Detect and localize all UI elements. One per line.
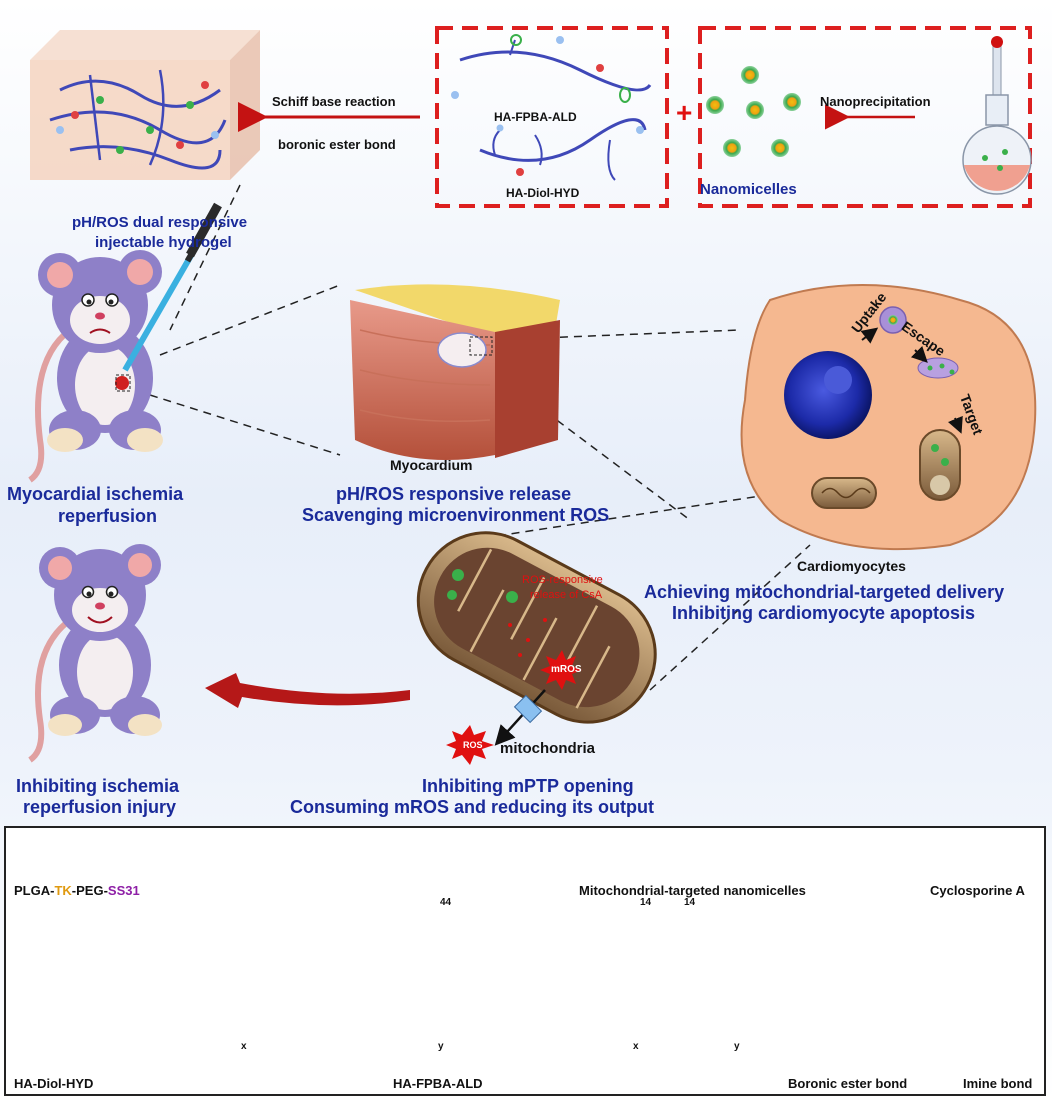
- legend-plga-label: PLGA-TK-PEG-SS31: [14, 883, 140, 898]
- nanomicelle-dashed-box: [698, 26, 1032, 208]
- myocardium-tissue-illustration: [350, 284, 560, 460]
- legend-nx1: x: [241, 1041, 247, 1052]
- ha-diol-hyd-chain: [479, 118, 647, 181]
- legend-boronic-label: Boronic ester bond: [788, 1076, 908, 1091]
- inhibit-title-line1: Inhibiting ischemia: [16, 776, 180, 796]
- mitochondrion-illustration: [416, 531, 657, 765]
- ros-release-line2: release of CsA: [530, 589, 603, 601]
- mptp-title-line2: Consuming mROS and reducing its output: [290, 797, 654, 817]
- mros-label: mROS: [551, 664, 582, 675]
- cardiomyocytes-label: Cardiomyocytes: [797, 558, 906, 574]
- ros-burst-label: ROS: [463, 740, 483, 750]
- legend-n44: 44: [440, 897, 452, 908]
- hydrogel-title-line2: injectable hydrogel: [95, 234, 232, 251]
- schiff-base-label: Schiff base reaction: [272, 94, 396, 109]
- flask-illustration: [962, 36, 1032, 195]
- inhibit-title-line2: reperfusion injury: [23, 797, 177, 817]
- legend-ny2: y: [734, 1041, 740, 1052]
- polymer-dashed-box: [435, 26, 669, 208]
- legend-fpba-ald-label: HA-FPBA-ALD: [393, 1076, 483, 1091]
- mouse-injured-illustration: [28, 202, 222, 483]
- legend-nanomicelles-label: Mitochondrial-targeted nanomicelles: [579, 883, 806, 898]
- ha-fpba-ald-chain: [451, 34, 652, 103]
- mitochondria-label: mitochondria: [500, 740, 596, 757]
- cardiomyocyte-cell-illustration: [740, 284, 1037, 551]
- nanomicelles-label: Nanomicelles: [700, 181, 797, 198]
- nanomicelle-cluster: [706, 66, 801, 157]
- recovery-arrow: [205, 673, 410, 708]
- mi-title-line2: reperfusion: [58, 506, 158, 526]
- plus-sign: +: [676, 97, 693, 128]
- legend-imine-label: Imine bond: [963, 1076, 1033, 1091]
- hydrogel-illustration: [30, 30, 260, 180]
- ros-release-line1: ROS-responsive: [522, 574, 603, 586]
- hydrogel-title-line1: pH/ROS dual responsive: [72, 214, 248, 231]
- connector-lines: [149, 184, 811, 691]
- legend-n14a: 14: [640, 897, 652, 908]
- ha-diol-hyd-label: HA-Diol-HYD: [506, 186, 580, 200]
- mi-title-line1: Myocardial ischemia: [7, 484, 184, 504]
- legend-ny1: y: [438, 1041, 444, 1052]
- legend-n14b: 14: [684, 897, 696, 908]
- delivery-title-line1: Achieving mitochondrial-targeted deliver…: [644, 582, 1005, 602]
- nanoprecipitation-label: Nanoprecipitation: [820, 94, 931, 109]
- boronic-ester-label: boronic ester bond: [278, 137, 396, 152]
- mptp-title-line1: Inhibiting mPTP opening: [422, 776, 634, 796]
- legend-csa-label: Cyclosporine A: [930, 883, 1025, 898]
- legend-diol-hyd-label: HA-Diol-HYD: [14, 1076, 94, 1091]
- release-title-line2: Scavenging microenvironment ROS: [302, 505, 610, 525]
- legend-nx2: x: [633, 1041, 639, 1052]
- legend-panel: [4, 826, 1046, 1096]
- myocardium-label: Myocardium: [390, 457, 473, 473]
- release-title-line1: pH/ROS responsive release: [336, 484, 572, 504]
- ha-fpba-ald-label: HA-FPBA-ALD: [494, 110, 577, 124]
- delivery-title-line2: Inhibiting cardiomyocyte apoptosis: [672, 603, 976, 623]
- mouse-healthy-illustration: [28, 544, 162, 763]
